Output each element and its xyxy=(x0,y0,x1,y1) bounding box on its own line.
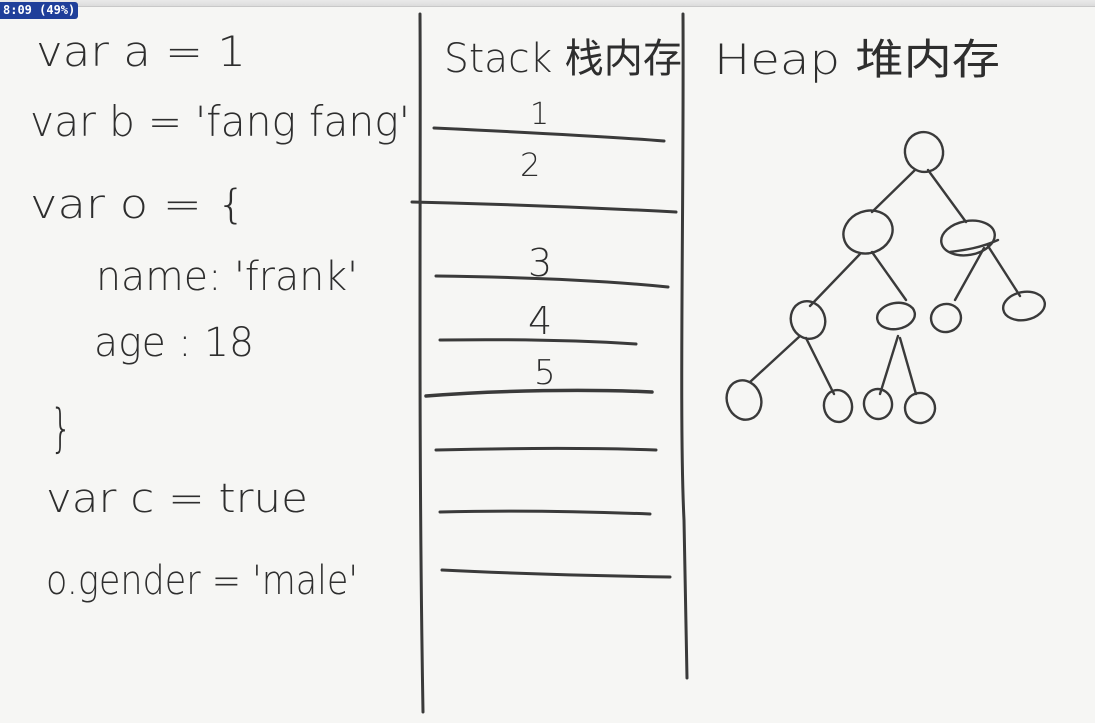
heap-node xyxy=(725,379,763,421)
heap-node xyxy=(875,301,917,331)
code-line-close-brace: } xyxy=(50,399,72,459)
stack-slot-number: 4 xyxy=(528,299,552,343)
heap-title: Heap 堆内存 xyxy=(714,35,1000,84)
window-top-bar xyxy=(0,0,1095,7)
heap-edge xyxy=(986,244,1022,298)
heap-node xyxy=(903,391,937,425)
code-line-age-prop: age : 18 xyxy=(94,320,254,366)
heap-tree-drawing xyxy=(725,130,1047,425)
stack-slot-number: 2 xyxy=(520,146,540,184)
stack-slot-number: 3 xyxy=(528,241,552,285)
heap-edge xyxy=(898,336,918,396)
heap-edge xyxy=(748,334,802,384)
heap-node xyxy=(940,219,996,257)
stack-slot-number: 1 xyxy=(530,97,549,132)
stack-slot-line xyxy=(438,338,638,346)
stack-slot-line xyxy=(440,568,672,579)
heap-area: Heap 堆内存 xyxy=(714,35,1047,425)
recording-timer-badge: 8:09 (49%) xyxy=(0,2,79,19)
code-line-name-prop: name: 'frank' xyxy=(96,254,358,300)
stack-slot-line xyxy=(434,274,670,289)
heap-edge xyxy=(870,168,917,214)
heap-edge xyxy=(870,250,908,302)
heap-node xyxy=(929,302,963,334)
stack-slot-line xyxy=(424,388,654,398)
heap-edge xyxy=(926,168,968,224)
heap-node xyxy=(842,209,894,255)
stack-right-border xyxy=(680,12,689,680)
heap-node xyxy=(789,300,827,340)
heap-edge xyxy=(878,334,900,396)
stack-left-border xyxy=(418,12,425,714)
heap-node xyxy=(822,388,854,424)
code-line-var-a: var a = 1 xyxy=(36,27,246,76)
stack-slot-line xyxy=(410,200,678,214)
code-line-var-c: var c = true xyxy=(46,476,308,522)
stack-title: Stack 栈内存 xyxy=(444,36,682,82)
stack-slot-line xyxy=(432,126,666,143)
heap-edge xyxy=(804,336,836,396)
code-block: var a = 1 var b = 'fang fang' var o = { … xyxy=(30,27,410,604)
heap-node xyxy=(862,387,894,421)
heap-edge xyxy=(953,246,986,302)
stack-slot-line xyxy=(438,509,652,516)
stack-slot-number: 5 xyxy=(534,353,556,393)
code-line-var-o: var o = { xyxy=(30,182,246,228)
stack-column: Stack 栈内存 1 2 3 4 5 xyxy=(410,12,689,714)
stack-slot-line xyxy=(434,447,658,452)
code-line-o-gender: o.gender = 'male' xyxy=(46,558,358,604)
code-line-var-b: var b = 'fang fang' xyxy=(30,97,410,146)
heap-node xyxy=(903,130,945,174)
heap-node xyxy=(1001,290,1047,322)
heap-edge xyxy=(808,252,862,308)
